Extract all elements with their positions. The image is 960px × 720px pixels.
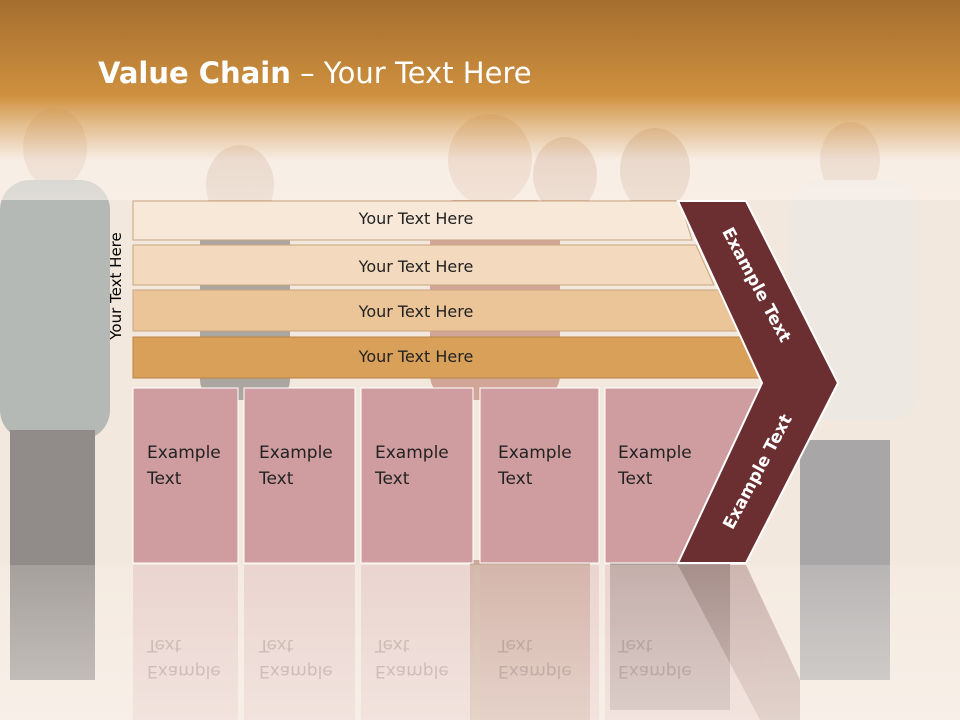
box-label-5-line1: Example [618,443,692,463]
reflection-text-4-line2: Text [498,635,533,655]
box-label-3-line2: Text [375,469,410,489]
reflection-text-1-line1: Example [147,661,221,681]
box-shape-3 [360,387,474,564]
box-label-1-line1: Example [147,443,221,463]
box-shape-4 [479,387,600,564]
reflection-text-4: Example Text [498,632,572,684]
reflection-text-5-line2: Text [618,635,653,655]
reflection-text-2-line2: Text [259,635,294,655]
box-label-3-line1: Example [375,443,449,463]
slide-title: Value Chain – Your Text Here [98,56,532,90]
header-band [0,0,960,160]
box-shape-1 [132,387,239,564]
reflection-text-2: Example Text [259,632,333,684]
box-label-5-line2: Text [618,469,653,489]
row-label-2: Your Text Here [358,257,474,276]
reflection-text-3: Example Text [375,632,449,684]
reflection-text-5-line1: Example [618,661,692,681]
side-label: Your Text Here [107,232,125,340]
reflection-text-3-line1: Example [375,661,449,681]
box-label-1-line2: Text [147,469,182,489]
title-bold: Value Chain [98,56,291,90]
row-label-4: Your Text Here [358,347,474,366]
row-label-3: Your Text Here [358,302,474,321]
box-label-2-line2: Text [259,469,294,489]
reflection-text-4-line1: Example [498,661,572,681]
box-shape-2 [243,387,356,564]
box-label-4-line1: Example [498,443,572,463]
box-label-4-line2: Text [498,469,533,489]
row-shape-1 [132,200,693,241]
reflection-text-5: Example Text [618,632,692,684]
reflection-text-2-line1: Example [259,661,333,681]
row-shape-2 [132,244,715,286]
row-label-1: Your Text Here [358,209,474,228]
chevron-arrow [676,200,840,564]
reflection-text-3-line2: Text [375,635,410,655]
title-rest: – Your Text Here [290,56,532,90]
reflection-text-1-line2: Text [147,635,182,655]
box-label-2-line1: Example [259,443,333,463]
reflection-text-1: Example Text [147,632,221,684]
